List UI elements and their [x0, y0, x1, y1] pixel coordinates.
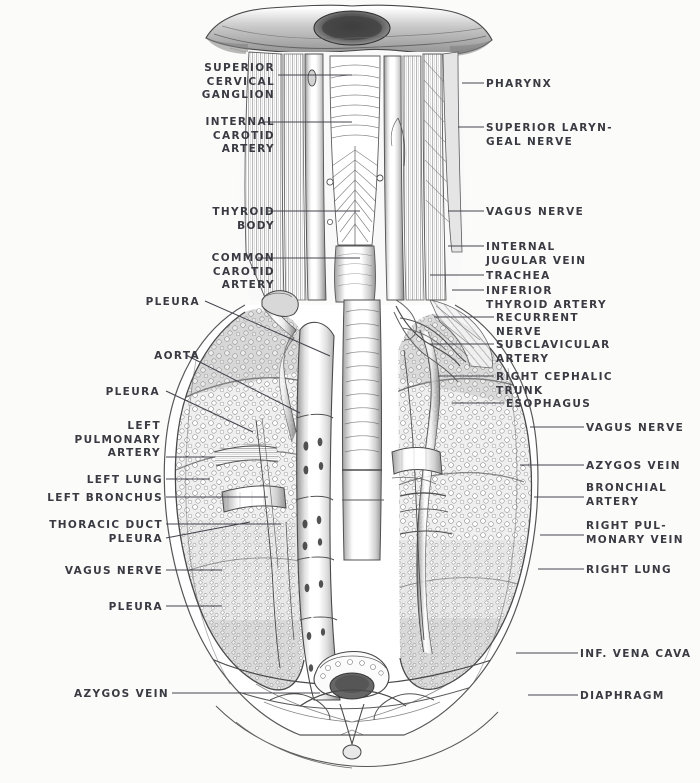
label-left-lung: LEFT LUNG [86, 474, 163, 486]
label-superior-laryngeal-nerve: SUPERIOR LARYN- GEAL NERVE [486, 122, 613, 148]
label-right-cephalic-trunk: RIGHT CEPHALIC TRUNK [496, 371, 613, 397]
label-pleura-1: PLEURA [145, 296, 200, 308]
label-inf-vena-cava: INF. VENA CAVA [580, 648, 692, 660]
left-hilum [213, 417, 295, 669]
leader-line-pleura-1 [204, 300, 331, 357]
thorax [163, 290, 539, 769]
label-vagus-nerve-left: VAGUS NERVE [64, 565, 163, 577]
label-trachea: TRACHEA [486, 270, 551, 282]
trachea [342, 299, 384, 561]
label-subclavicular-artery: SUBCLAVICULAR ARTERY [496, 339, 611, 365]
label-internal-jugular-vein: INTERNAL JUGULAR VEIN [486, 241, 587, 267]
label-right-pulmonary-vein: RIGHT PUL- MONARY VEIN [586, 520, 684, 546]
label-internal-carotid-artery: INTERNAL CAROTID ARTERY [205, 116, 275, 155]
label-diaphragm: DIAPHRAGM [580, 690, 665, 702]
esophagus-aorta [295, 321, 341, 701]
label-right-lung: RIGHT LUNG [586, 564, 672, 576]
leader-line-pleura-3 [165, 521, 251, 539]
label-aorta: AORTA [154, 350, 200, 362]
label-left-bronchus: LEFT BRONCHUS [47, 492, 163, 504]
label-pleura-4: PLEURA [108, 601, 163, 613]
label-vagus-nerve-upper: VAGUS NERVE [486, 206, 585, 218]
vertebral-body-diaphragm-hiatus [215, 650, 499, 769]
label-thyroid-body: THYROID BODY [212, 206, 275, 232]
label-thoracic-duct: THORACIC DUCT [49, 519, 163, 531]
label-pleura-2: PLEURA [105, 386, 160, 398]
label-common-carotid-artery: COMMON CAROTID ARTERY [211, 252, 275, 291]
skull-base-cut-surface [205, 4, 493, 61]
neck-column [239, 51, 465, 303]
label-vagus-nerve-right: VAGUS NERVE [586, 422, 685, 434]
label-pleura-3: PLEURA [108, 533, 163, 545]
leader-line-aorta [185, 354, 301, 414]
label-inferior-thyroid-artery: INFERIOR THYROID ARTERY [486, 285, 607, 311]
label-bronchial-artery: BRONCHIAL ARTERY [586, 482, 668, 508]
label-azygos-vein-left: AZYGOS VEIN [74, 688, 169, 700]
label-superior-cervical-ganglion: SUPERIOR CERVICAL GANGLION [201, 62, 275, 101]
label-left-pulmonary-artery: LEFT PULMONARY ARTERY [74, 420, 161, 459]
label-recurrent-nerve: RECURRENT NERVE [496, 312, 579, 338]
label-azygos-vein-right: AZYGOS VEIN [586, 460, 681, 472]
label-pharynx: PHARYNX [486, 78, 553, 90]
leader-line-pleura-2 [165, 390, 254, 433]
label-esophagus: ESOPHAGUS [506, 398, 592, 410]
